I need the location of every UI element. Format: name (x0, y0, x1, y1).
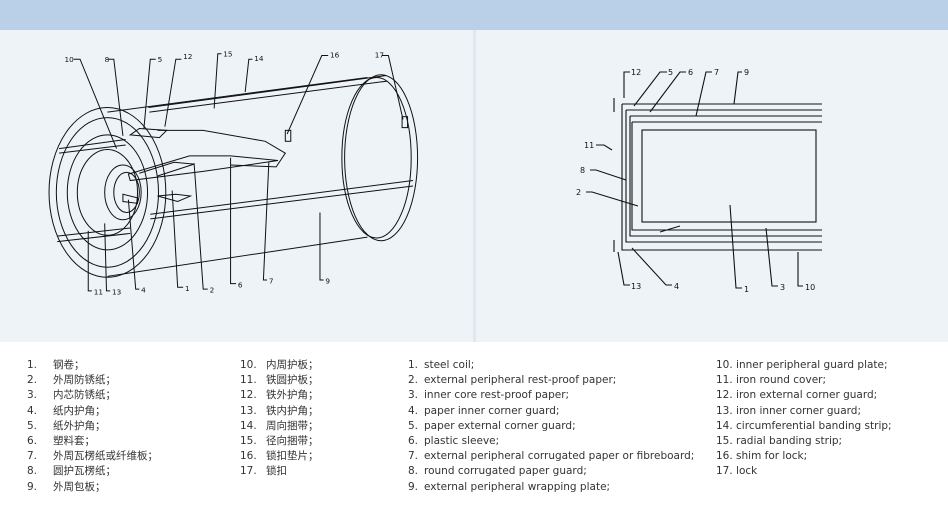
legend-item: 14. circumferential banding strip; (716, 419, 892, 432)
callout-10: 10 (805, 283, 815, 292)
legend-item: 17.锁扣 (240, 465, 287, 478)
legend-item: 11. iron round cover; (716, 374, 827, 387)
legend-item: 2.external peripheral rest-proof paper; (408, 374, 617, 387)
legend-item: 6.plastic sleeve; (408, 435, 500, 448)
legend-item: 4.纸内护角； (27, 404, 106, 417)
callout-9: 9 (744, 68, 749, 77)
legend-item: 5.纸外护角； (27, 419, 106, 432)
legend-item: 4.paper inner corner guard; (408, 404, 560, 417)
callout-2: 2 (210, 286, 215, 295)
callout-11: 11 (94, 288, 103, 297)
legend-item: 3.inner core rest-proof paper; (408, 389, 570, 402)
legend-item: 16. shim for lock; (716, 450, 808, 463)
callout-1: 1 (185, 284, 190, 293)
legend-item: 9.external peripheral wrapping plate; (408, 480, 611, 493)
panel-divider (473, 30, 476, 342)
legend-item: 8.round corrugated paper guard; (408, 465, 587, 478)
legend-item: 11.铁圆护板； (240, 374, 319, 387)
legend-item: 7.外周瓦楞纸或纤维板； (27, 450, 158, 463)
cross-section-drawing: 12 5 6 7 9 11 8 2 13 4 1 3 10 (576, 68, 822, 294)
legend-cn-col2: 10.内周护板； 11.铁圆护板； 12.铁外护角； 13.铁内护角； 14.周… (240, 358, 319, 480)
legend-en-col2: 10. inner peripheral guard plate; 11. ir… (716, 358, 892, 480)
callout-1: 1 (744, 285, 749, 294)
callout-10: 10 (65, 55, 75, 64)
cross-section-panel (476, 30, 948, 342)
legend-item: 15.径向捆带； (240, 435, 319, 448)
legend-item: 13.铁内护角； (240, 404, 319, 417)
callout-5: 5 (158, 55, 163, 64)
callout-4: 4 (141, 286, 146, 295)
legend-item: 13. iron inner corner guard; (716, 404, 861, 417)
legend-item: 10. inner peripheral guard plate; (716, 359, 888, 371)
legend-item: 16.锁扣垫片； (240, 450, 319, 463)
legend-item: 9.外周包板； (27, 480, 106, 493)
callout-13: 13 (631, 282, 641, 291)
callout-4: 4 (674, 282, 679, 291)
callout-11: 11 (584, 141, 594, 150)
callout-13: 13 (112, 288, 122, 297)
legend-item: 5.paper external corner guard; (408, 419, 576, 432)
legend-item: 14.周向捆带； (240, 419, 319, 432)
callout-6: 6 (238, 280, 243, 289)
callout-15: 15 (223, 49, 232, 58)
legend-item: 15. radial banding strip; (716, 435, 843, 448)
legend-item: 1.steel coil; (408, 359, 475, 371)
callout-7: 7 (269, 277, 274, 286)
callout-12: 12 (183, 52, 192, 61)
legend-item: 8.圆护瓦楞纸； (27, 465, 116, 478)
callout-14: 14 (254, 54, 264, 63)
legend-item: 1.钢卷； (27, 359, 85, 371)
callout-12: 12 (631, 68, 641, 77)
legend-en-col1: 1.steel coil; 2.external peripheral rest… (408, 358, 694, 495)
legend-item: 2.外周防锈纸； (27, 374, 116, 387)
callout-7: 7 (714, 68, 719, 77)
callout-17: 17 (375, 50, 385, 59)
callout-8: 8 (105, 55, 110, 64)
legend-cn-col1: 1.钢卷； 2.外周防锈纸； 3.内芯防锈纸； 4.纸内护角； 5.纸外护角； … (27, 358, 158, 495)
callout-5: 5 (668, 68, 673, 77)
legend-item: 6.塑料套； (27, 435, 95, 448)
legend-item: 10.内周护板； (240, 359, 319, 371)
legend-item: 7.external peripheral corrugated paper o… (408, 450, 695, 463)
callout-3: 3 (780, 283, 785, 292)
callout-8: 8 (580, 166, 585, 175)
header-bar (0, 0, 948, 30)
callout-16: 16 (330, 50, 340, 59)
legend-item: 12.铁外护角； (240, 389, 319, 402)
callout-6: 6 (688, 68, 693, 77)
callout-9: 9 (325, 277, 330, 286)
legend-item: 3.内芯防锈纸； (27, 389, 116, 402)
legend-item: 12. iron external corner guard; (716, 389, 878, 402)
callout-2: 2 (576, 188, 581, 197)
legend-item: 17. lock (716, 465, 758, 478)
coil-perspective-drawing: 10 8 5 12 15 14 16 17 11 13 4 1 2 6 7 9 (48, 49, 419, 297)
